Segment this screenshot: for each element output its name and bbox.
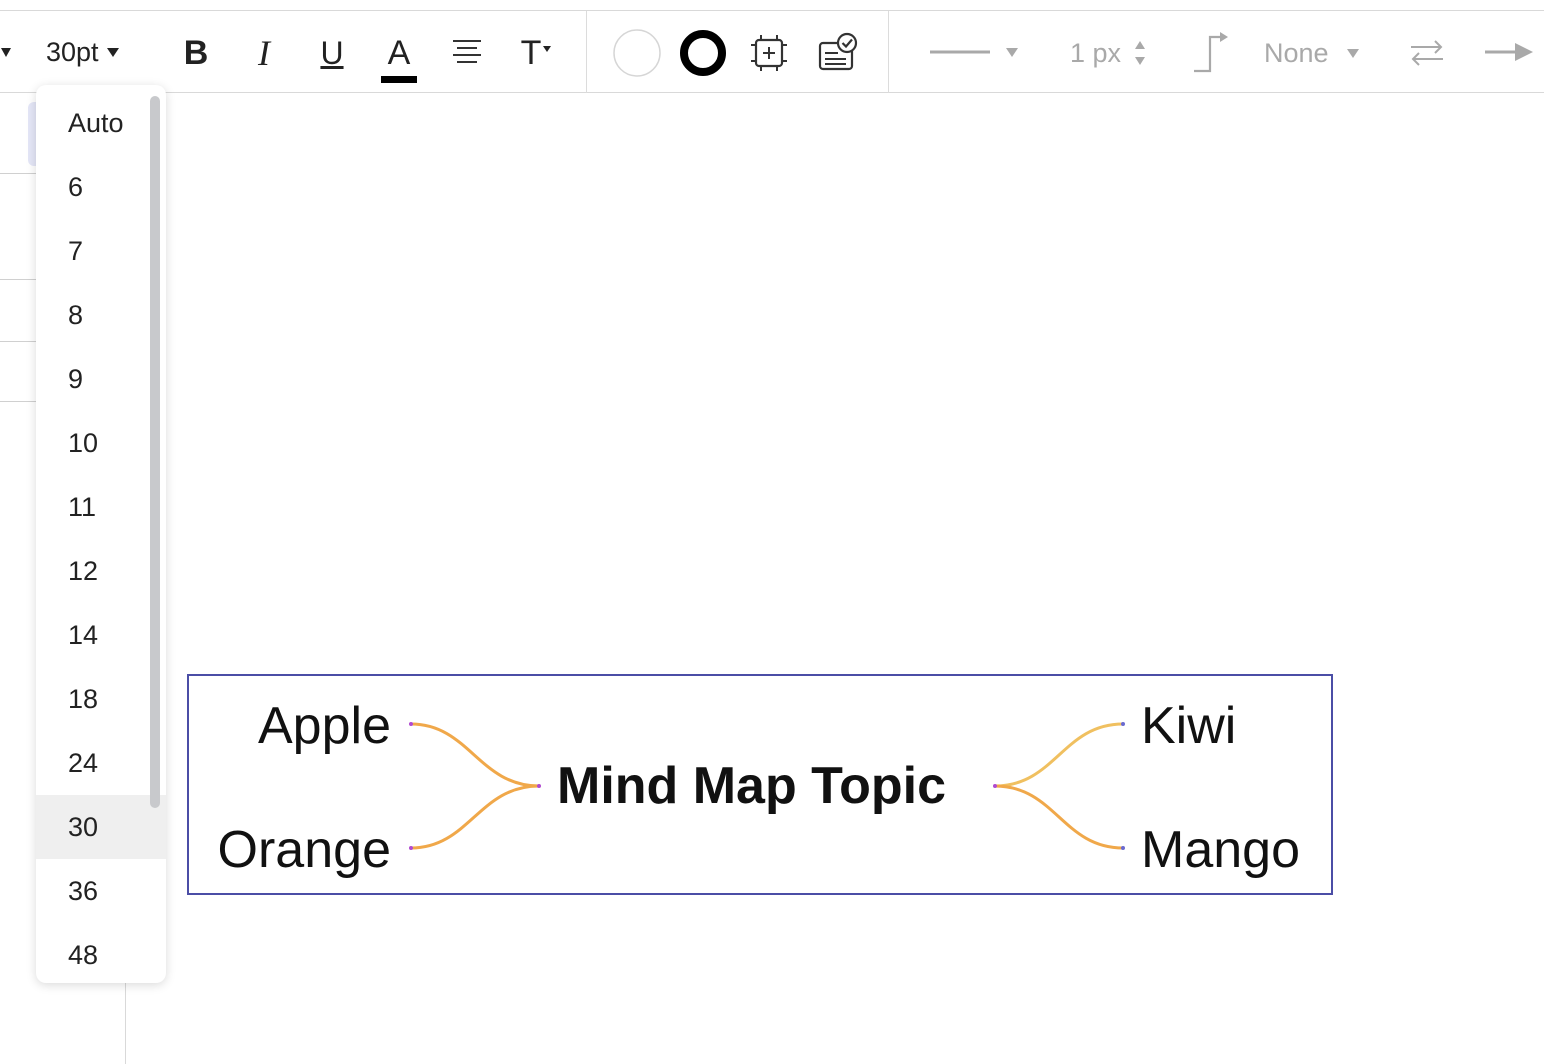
font-size-value: 30pt	[46, 36, 99, 67]
connector-type-button[interactable]	[1190, 31, 1230, 75]
font-size-option[interactable]: 36	[68, 875, 99, 906]
frame-button[interactable]	[746, 31, 792, 75]
dropdown-scrollbar[interactable]	[150, 96, 160, 808]
font-size-option[interactable]: 14	[68, 619, 99, 650]
fill-color-button[interactable]	[612, 28, 662, 78]
italic-button[interactable]: I	[244, 31, 284, 75]
font-size-select[interactable]: 30pt	[46, 31, 142, 73]
font-size-option[interactable]: 9	[68, 363, 84, 394]
mind-map-central-topic[interactable]: Mind Map Topic	[557, 757, 946, 815]
font-size-option[interactable]: 10	[68, 427, 99, 458]
arrow-end-icon	[1485, 43, 1533, 61]
font-size-option[interactable]: Auto	[68, 107, 124, 138]
underline-icon: U	[320, 34, 344, 71]
border-color-icon	[680, 30, 726, 76]
arrow-style-select[interactable]: None	[1264, 33, 1384, 73]
mind-map-node-mango[interactable]: Mango	[1141, 821, 1300, 879]
font-size-option[interactable]: 24	[68, 747, 99, 778]
line-width-stepper-icon	[1135, 41, 1146, 65]
font-size-dropdown: Auto 6 7 8 9 10 11 12 14 18 24 30 36 48	[36, 85, 166, 983]
arrow-style-value: None	[1264, 37, 1329, 68]
checklist-button[interactable]	[814, 29, 862, 77]
window-top-border	[0, 10, 1544, 11]
font-size-option-selected[interactable]: 30	[36, 795, 166, 859]
font-size-option[interactable]: 7	[68, 235, 84, 266]
chevron-down-icon	[1006, 47, 1018, 57]
swap-arrows-button[interactable]	[1404, 33, 1450, 73]
line-width-value: 1 px	[1070, 37, 1122, 68]
checklist-card-icon	[818, 32, 858, 71]
mind-map-node-apple[interactable]: Apple	[258, 697, 391, 755]
text-format-button[interactable]: T	[512, 31, 560, 75]
font-size-option[interactable]: 48	[68, 939, 99, 970]
line-style-select[interactable]	[928, 39, 1024, 65]
bold-button[interactable]: B	[176, 31, 216, 75]
mind-map-branches	[409, 722, 1125, 850]
line-width-stepper[interactable]: 1 px	[1070, 33, 1164, 73]
text-color-swatch	[381, 75, 417, 83]
text-format-icon: T	[520, 33, 542, 72]
left-panel-divider	[0, 341, 40, 342]
swap-arrows-icon	[1411, 40, 1443, 66]
font-size-option[interactable]: 8	[68, 299, 84, 330]
bold-icon: B	[183, 33, 209, 72]
left-panel-divider	[0, 173, 40, 174]
left-panel-divider	[0, 401, 40, 402]
font-size-option[interactable]: 18	[68, 683, 99, 714]
text-color-icon: A	[387, 33, 411, 72]
align-button[interactable]	[448, 33, 486, 71]
border-color-button[interactable]	[678, 28, 728, 78]
mind-map-node-kiwi[interactable]: Kiwi	[1141, 697, 1237, 755]
fill-color-icon	[613, 29, 661, 77]
mind-map-container[interactable]: Apple Orange Mind Map Topic Kiwi Mango	[187, 674, 1333, 895]
font-size-option[interactable]: 6	[68, 171, 84, 202]
font-size-option[interactable]: 11	[68, 491, 97, 522]
left-panel-divider	[0, 279, 40, 280]
crop-icon	[751, 35, 787, 71]
chevron-down-icon	[1346, 48, 1359, 58]
prev-control-chevron-down-icon[interactable]	[0, 45, 12, 59]
toolbar-separator	[888, 11, 889, 93]
text-color-button[interactable]: A	[378, 29, 420, 87]
italic-icon: I	[258, 33, 270, 73]
underline-button[interactable]: U	[312, 31, 352, 75]
chevron-down-icon	[106, 47, 119, 57]
mind-map-node-orange[interactable]: Orange	[217, 821, 391, 879]
align-center-icon	[453, 40, 481, 63]
line-style-icon	[930, 50, 990, 54]
font-size-option[interactable]: 12	[68, 555, 99, 586]
arrow-end-button[interactable]	[1482, 37, 1536, 67]
toolbar-separator	[586, 11, 587, 93]
chevron-down-icon	[543, 46, 552, 52]
format-toolbar: 30pt B I U A T	[0, 11, 1544, 93]
connector-icon	[1194, 32, 1228, 73]
